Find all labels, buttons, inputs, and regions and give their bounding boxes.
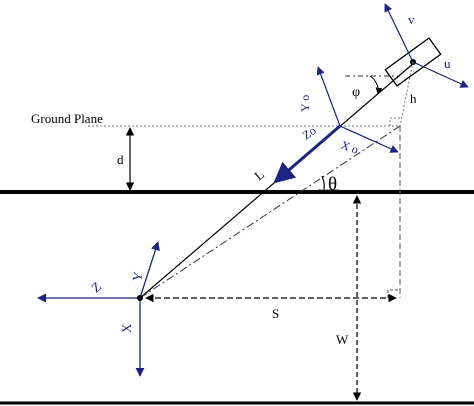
x-label: X — [119, 323, 134, 333]
x0-label: X o — [339, 138, 360, 157]
theta-label: θ — [328, 174, 337, 195]
phi-arc — [369, 75, 383, 95]
z0-axis — [273, 124, 341, 184]
h-label: h — [410, 91, 417, 106]
y-axis — [139, 241, 160, 299]
camera-body — [384, 37, 442, 87]
s-right-angle — [387, 289, 400, 298]
h-right-angle — [389, 117, 400, 126]
u-label: u — [444, 56, 451, 71]
y0-label: Y o — [298, 95, 312, 112]
y0-axis — [316, 66, 341, 127]
origin-point — [137, 295, 143, 301]
v-axis — [384, 3, 414, 63]
z0-label: Zo — [300, 123, 319, 142]
W-label: W — [336, 332, 349, 347]
v-label: v — [408, 12, 415, 27]
phi-label: φ — [352, 85, 360, 100]
d-label: d — [117, 152, 124, 167]
y-label: Y — [129, 270, 146, 282]
S-label: S — [272, 306, 279, 321]
h-line — [399, 61, 414, 127]
x0-axis — [339, 125, 399, 153]
u-axis — [412, 61, 469, 88]
dashdot-line-1 — [139, 125, 401, 299]
z-label: Z — [88, 279, 104, 296]
L-label: L — [251, 167, 267, 184]
theta-arc — [321, 175, 325, 191]
ground-plane-label: Ground Plane — [31, 111, 103, 126]
